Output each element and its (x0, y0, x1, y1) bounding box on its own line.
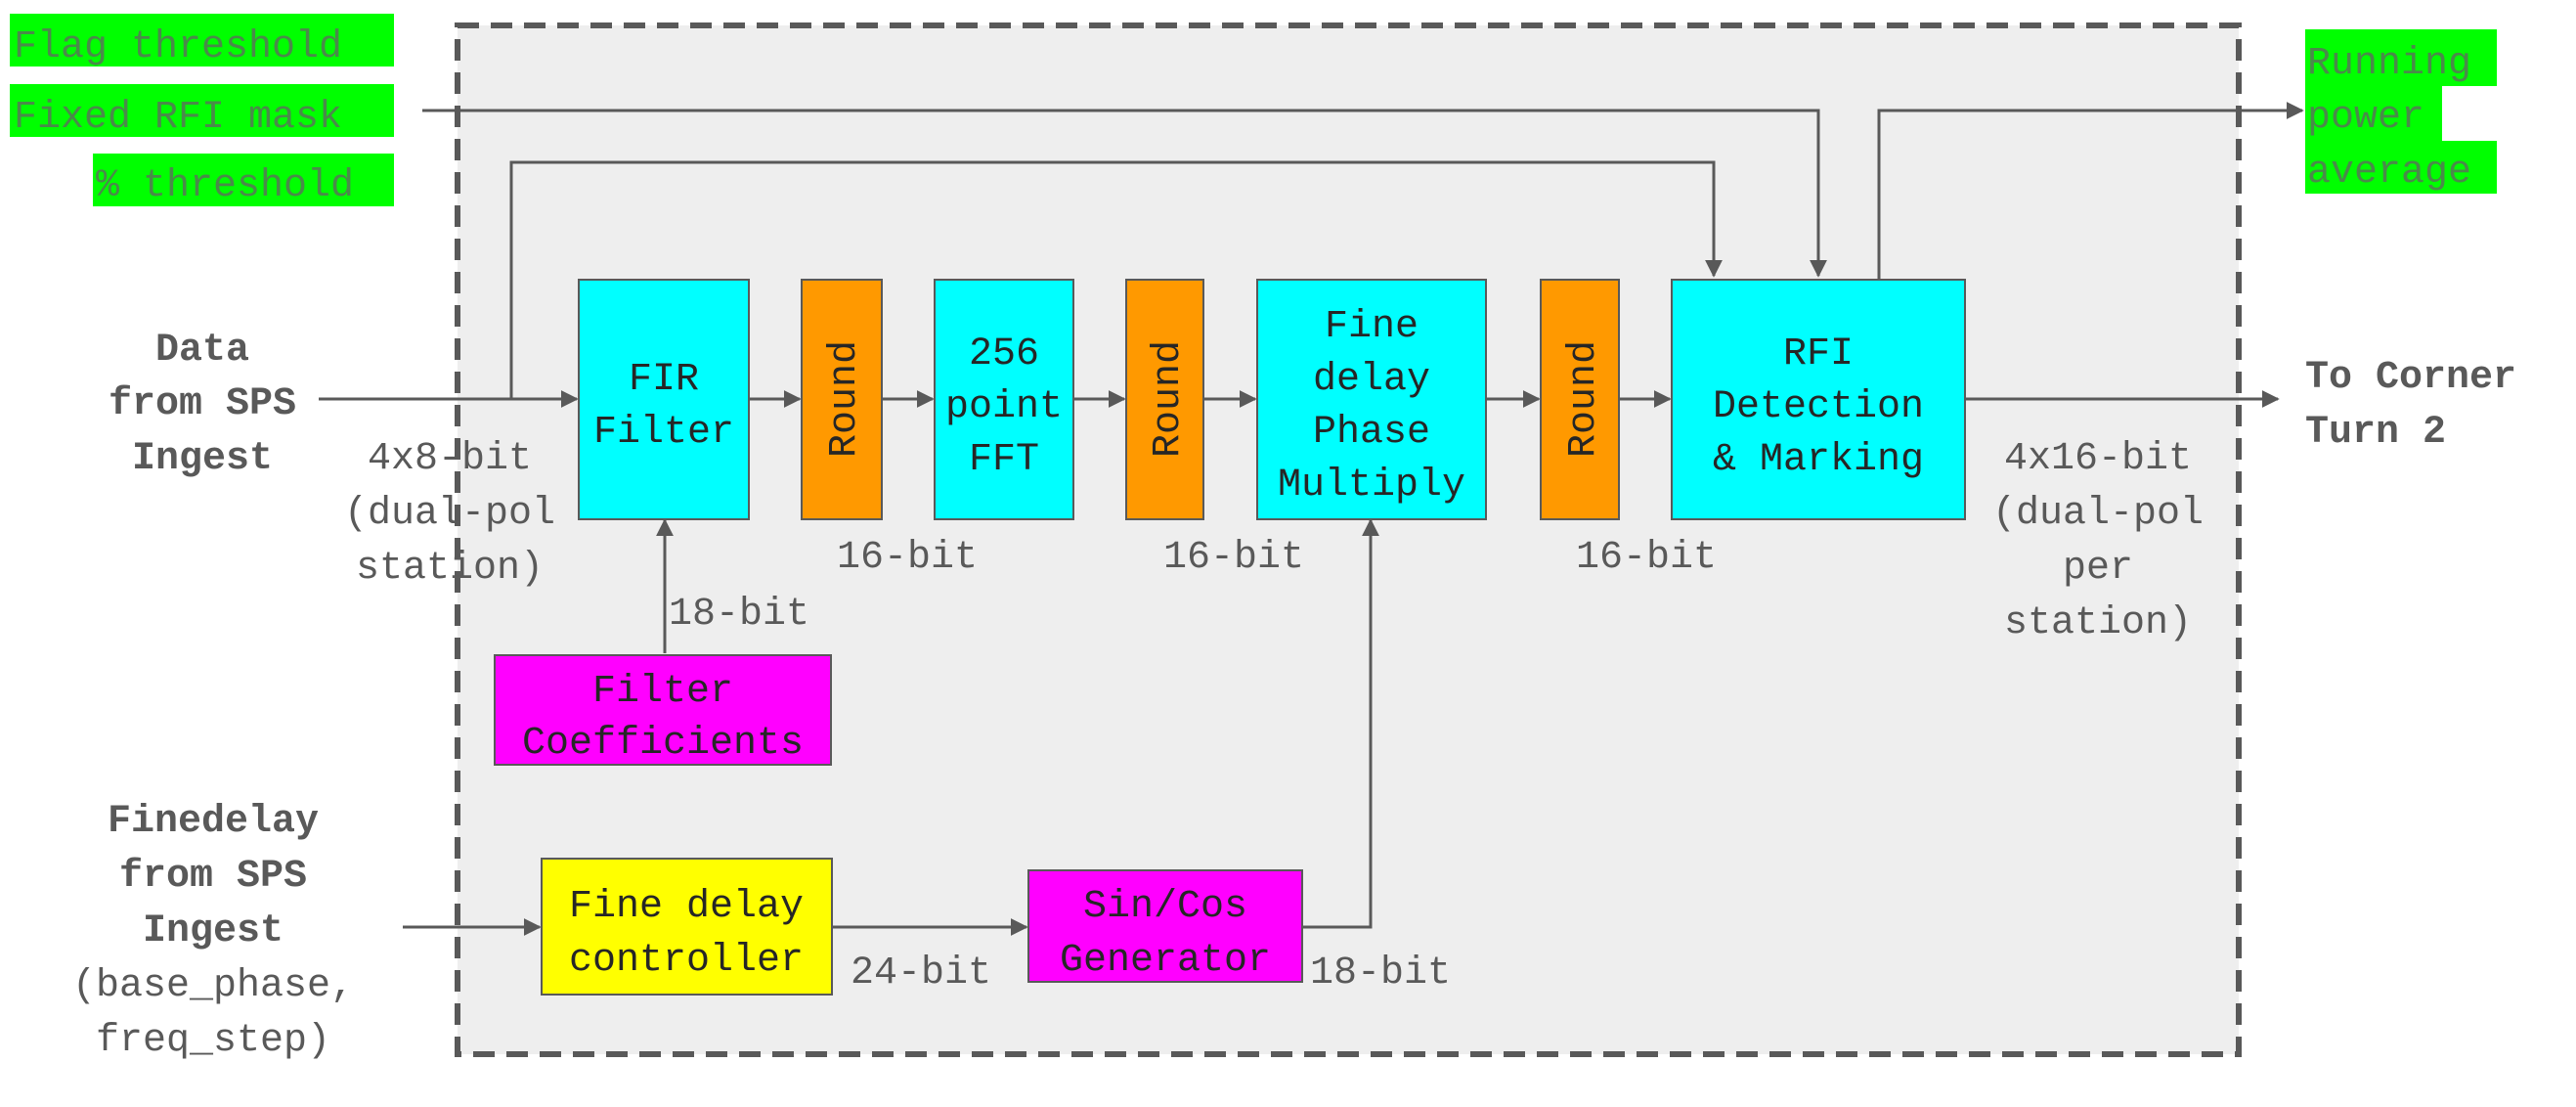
svg-text:from SPS: from SPS (119, 855, 307, 899)
width-label-round-2: 16-bit (1163, 536, 1304, 580)
svg-text:Filter: Filter (593, 411, 734, 455)
svg-text:station): station) (2004, 601, 2192, 645)
svg-text:controller: controller (569, 939, 804, 983)
svg-text:% threshold: % threshold (96, 164, 354, 208)
svg-text:Generator: Generator (1060, 939, 1271, 983)
svg-text:Ingest: Ingest (143, 909, 284, 953)
svg-text:Fine: Fine (1325, 305, 1419, 349)
output-format-label: 4x16-bit (dual-pol per station) (1992, 437, 2204, 645)
svg-text:Finedelay: Finedelay (108, 800, 319, 844)
svg-text:4x8-bit: 4x8-bit (368, 437, 532, 481)
svg-text:average: average (2307, 151, 2471, 195)
data-format-label: 4x8-bit (dual-pol station) (344, 437, 555, 591)
round-block-2: Round (1125, 279, 1204, 520)
svg-text:256: 256 (969, 332, 1039, 376)
svg-text:& Marking: & Marking (1713, 438, 1924, 482)
svg-text:Turn 2: Turn 2 (2305, 411, 2446, 455)
flag-threshold-label: Flag threshold (10, 14, 394, 69)
svg-text:Fine delay: Fine delay (569, 885, 804, 929)
svg-text:(base_phase,: (base_phase, (72, 964, 354, 1008)
round-block-1: Round (801, 279, 883, 520)
fixed-rfi-mask-label: Fixed RFI mask (10, 84, 394, 140)
svg-text:Fixed RFI mask: Fixed RFI mask (14, 96, 342, 140)
svg-text:Round: Round (823, 340, 867, 458)
svg-text:power: power (2307, 96, 2424, 140)
svg-text:RFI: RFI (1783, 332, 1854, 376)
fine-delay-controller-block: Fine delay controller (541, 858, 833, 996)
svg-text:Round: Round (1147, 340, 1191, 458)
svg-text:Ingest: Ingest (132, 437, 273, 481)
svg-text:freq_step): freq_step) (96, 1019, 330, 1063)
percent-threshold-label: % threshold (93, 154, 394, 208)
svg-text:delay: delay (1313, 358, 1430, 402)
svg-text:To Corner: To Corner (2305, 356, 2516, 400)
svg-text:Coefficients: Coefficients (522, 722, 804, 766)
svg-text:4x16-bit: 4x16-bit (2004, 437, 2192, 481)
corner-turn-output-label: To Corner Turn 2 (2305, 356, 2516, 455)
svg-text:Filter: Filter (592, 670, 733, 714)
fft-block: 256 point FFT (934, 279, 1074, 520)
svg-text:Running: Running (2307, 42, 2471, 86)
width-label-controller: 24-bit (851, 952, 991, 996)
width-label-round-3: 16-bit (1576, 536, 1717, 580)
width-label-round-1: 16-bit (837, 536, 978, 580)
svg-text:FIR: FIR (629, 358, 699, 402)
finedelay-input-label: Finedelay from SPS Ingest (108, 800, 319, 953)
rfi-detection-block: RFI Detection & Marking (1671, 279, 1966, 520)
data-input-label: Data from SPS Ingest (109, 329, 296, 481)
svg-text:Multiply: Multiply (1278, 464, 1465, 508)
svg-text:Round: Round (1562, 340, 1606, 458)
fine-delay-phase-multiply-block: Fine delay Phase Multiply (1256, 279, 1487, 520)
svg-text:station): station) (356, 547, 544, 591)
svg-text:Data: Data (155, 329, 249, 373)
sincos-generator-block: Sin/Cos Generator (1027, 869, 1303, 983)
svg-text:Detection: Detection (1713, 385, 1924, 429)
width-label-filter-coeff: 18-bit (669, 593, 809, 637)
svg-text:Sin/Cos: Sin/Cos (1083, 885, 1247, 929)
filter-coefficients-block: Filter Coefficients (494, 654, 832, 766)
svg-text:point: point (945, 385, 1063, 429)
width-label-sincos: 18-bit (1310, 952, 1451, 996)
finedelay-params-label: (base_phase, freq_step) (72, 964, 354, 1063)
svg-text:(dual-pol: (dual-pol (1992, 492, 2204, 536)
running-power-average-label: Running power average (2305, 29, 2497, 195)
svg-text:FFT: FFT (969, 438, 1039, 482)
svg-text:per: per (2063, 547, 2133, 591)
svg-text:(dual-pol: (dual-pol (344, 492, 555, 536)
round-block-3: Round (1540, 279, 1620, 520)
svg-text:Flag threshold: Flag threshold (14, 25, 342, 69)
fir-filter-block: FIR Filter (578, 279, 750, 520)
svg-text:Phase: Phase (1313, 411, 1430, 455)
wires (319, 102, 2304, 936)
svg-text:from SPS: from SPS (109, 382, 296, 426)
